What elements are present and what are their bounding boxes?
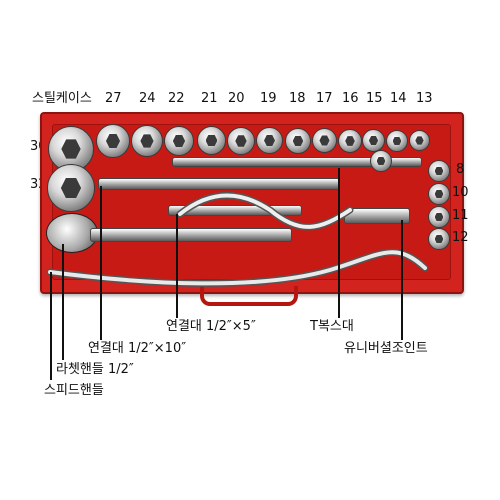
label-extension-5: 연결대 1/2″×5″ xyxy=(166,319,256,334)
leader-universal xyxy=(401,220,403,340)
socket-18 xyxy=(285,128,311,154)
socket-19 xyxy=(256,127,283,154)
leader-speed xyxy=(50,272,52,380)
leader-ratchet xyxy=(62,244,64,360)
label-extension-10: 연결대 1/2″×10″ xyxy=(88,341,187,356)
t-bar-slider xyxy=(370,150,392,172)
socket-12 xyxy=(428,228,450,250)
label-universal-joint: 유니버셜조인트 xyxy=(344,341,428,356)
size-label: 20 xyxy=(228,91,245,106)
socket-14 xyxy=(386,130,408,152)
label-t-bar: T복스대 xyxy=(310,319,354,334)
size-label-10: 10 xyxy=(452,185,469,200)
size-label: 21 xyxy=(201,91,218,106)
top-size-labels: 27 24 22 21 20 19 18 17 16 15 14 13 xyxy=(0,92,500,108)
label-ratchet-handle: 라쳇핸들 1/2″ xyxy=(56,362,134,377)
size-label: 13 xyxy=(416,91,433,106)
socket-24 xyxy=(131,125,163,157)
leader-ext-5 xyxy=(176,214,178,318)
leader-ext-10 xyxy=(100,186,102,340)
size-label-12: 12 xyxy=(452,230,469,245)
socket-17 xyxy=(312,128,337,153)
size-label: 24 xyxy=(139,91,156,106)
size-label: 14 xyxy=(390,91,407,106)
size-label: 15 xyxy=(366,91,383,106)
socket-16 xyxy=(338,129,362,153)
size-label-8: 8 xyxy=(456,162,465,177)
size-label: 17 xyxy=(316,91,333,106)
socket-13 xyxy=(409,130,430,151)
size-label-11: 11 xyxy=(452,208,469,223)
extension-bar-5 xyxy=(168,205,302,216)
socket-20 xyxy=(227,127,255,155)
size-label: 27 xyxy=(105,91,122,106)
size-label: 16 xyxy=(342,91,359,106)
socket-27 xyxy=(96,124,130,158)
socket-32 xyxy=(47,164,95,212)
socket-10 xyxy=(428,183,450,205)
socket-8 xyxy=(428,160,450,182)
socket-21 xyxy=(197,126,226,155)
size-label: 22 xyxy=(168,91,185,106)
socket-22 xyxy=(164,126,194,156)
leader-t-bar xyxy=(338,168,340,318)
size-label: 19 xyxy=(260,91,277,106)
case-handle xyxy=(200,286,298,306)
label-speed-handle: 스피드핸들 xyxy=(44,383,104,398)
ratchet-shaft xyxy=(90,228,292,242)
size-label: 18 xyxy=(289,91,306,106)
t-bar xyxy=(172,157,422,167)
ratchet-handle xyxy=(46,213,98,253)
steel-case-label: 스틸케이스 xyxy=(32,91,92,106)
